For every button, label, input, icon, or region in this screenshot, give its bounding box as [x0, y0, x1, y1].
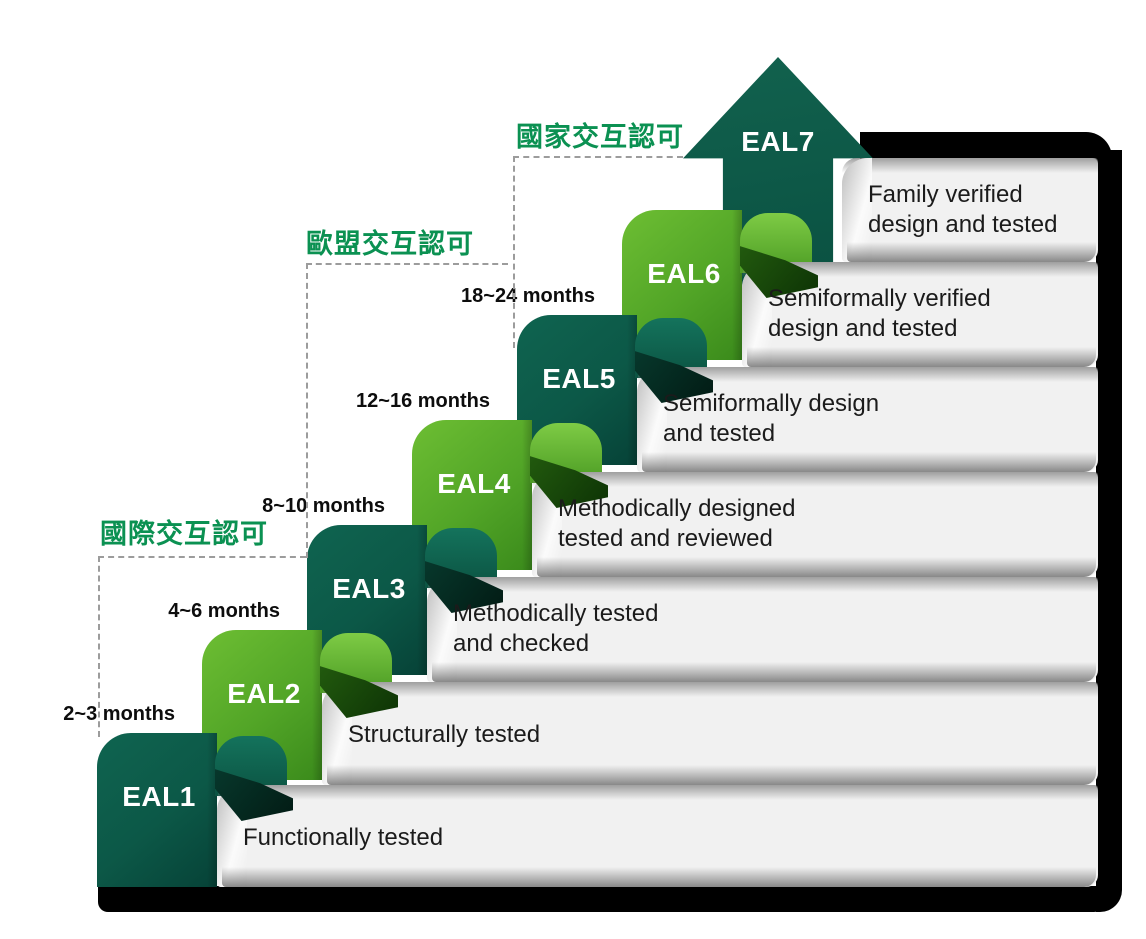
eal5-label: EAL5	[542, 363, 616, 394]
backdrop-shadow-right	[1096, 150, 1122, 912]
eal7-label: EAL7	[741, 126, 815, 157]
eal1-description: Functionally tested	[243, 824, 444, 851]
step-card-eal1	[217, 785, 1098, 887]
eal2-duration: 4~6 months	[168, 600, 280, 622]
zone-international-left-line	[98, 556, 100, 737]
zone-national-left-line	[513, 156, 515, 348]
zone-label-international: 國際交互認可	[100, 519, 268, 549]
eal6-label: EAL6	[647, 258, 721, 289]
step-card-eal4	[532, 472, 1098, 577]
zone-label-eu: 歐盟交互認可	[306, 229, 474, 259]
zone-label-national: 國家交互認可	[516, 122, 684, 152]
eal2-description: Structurally tested	[348, 721, 541, 748]
backdrop-shadow-bottom	[98, 886, 1110, 912]
eal1-duration: 2~3 months	[63, 703, 175, 725]
step-card-eal3	[427, 577, 1098, 682]
step-card-eal7	[842, 158, 1098, 262]
zone-eu-top-line	[306, 263, 508, 265]
eal3-label: EAL3	[332, 573, 406, 604]
eal1-ribbon	[97, 733, 217, 887]
eal3-duration: 8~10 months	[262, 495, 385, 517]
eal4-duration: 12~16 months	[356, 390, 490, 412]
eal2-label: EAL2	[227, 678, 301, 709]
zone-international-top-line	[98, 556, 306, 558]
zone-national-top-line	[513, 156, 683, 158]
eal1-label: EAL1	[122, 781, 196, 812]
step-card-eal5	[637, 367, 1098, 472]
eal5-duration: 18~24 months	[461, 285, 595, 307]
zone-eu-left-line	[306, 263, 308, 558]
step-card-eal2	[322, 682, 1098, 785]
eal4-label: EAL4	[437, 468, 511, 499]
